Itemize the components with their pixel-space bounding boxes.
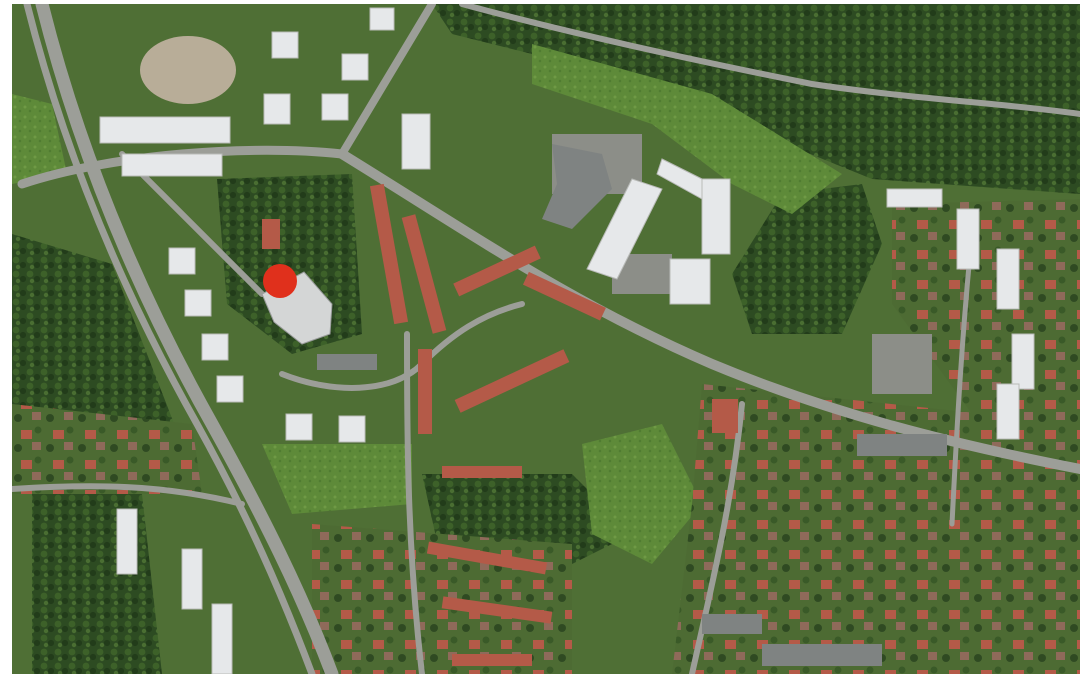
building-grey-3 [762, 644, 882, 666]
building-north-1 [271, 31, 299, 59]
building-red-south [712, 399, 738, 433]
building-school-wing [121, 153, 223, 177]
building-north-4 [263, 93, 291, 125]
row-houses-5 [418, 349, 432, 434]
building-highrise-2 [184, 289, 212, 317]
building-highrise-1 [168, 247, 196, 275]
building-south-slab-3 [211, 603, 233, 674]
row-houses-9 [441, 596, 553, 624]
building-south-slab-2 [181, 548, 203, 610]
road-east-vertical [689, 401, 745, 674]
highway-west [35, 4, 339, 674]
building-apartment-2 [669, 258, 711, 305]
row-houses-2 [401, 214, 447, 334]
field-west-strip [12, 94, 67, 184]
building-highrise-5 [285, 413, 313, 441]
road-north-diagonal [338, 4, 436, 158]
field-center [262, 444, 412, 514]
building-long-block [586, 178, 663, 280]
building-grey-4 [317, 354, 377, 370]
row-houses-7 [442, 466, 522, 478]
road-far-east-vertical [949, 231, 975, 527]
forest-area-southwest [32, 494, 162, 674]
field-south [582, 424, 702, 564]
road-south-vertical [404, 331, 425, 674]
building-highrise-3 [201, 333, 229, 361]
road-southwest [12, 483, 245, 507]
building-north-2 [341, 53, 369, 81]
road-northeast [459, 4, 1080, 117]
building-red-north [262, 219, 280, 249]
building-tall-west [401, 113, 431, 170]
building-east-slab-1 [956, 208, 980, 270]
building-highrise-6 [338, 415, 366, 443]
row-houses-4 [522, 271, 606, 321]
parking-lot-east [872, 334, 932, 394]
field-northeast [532, 44, 842, 214]
building-east-slab-3 [1011, 333, 1035, 390]
residential-district-southwest [12, 404, 202, 494]
forest-area-east [732, 184, 882, 334]
row-houses-8 [426, 541, 548, 575]
row-houses-3 [453, 245, 541, 297]
building-east-slab-2 [996, 248, 1020, 310]
building-commercial-cross [542, 144, 612, 229]
building-school-block [99, 116, 231, 144]
row-houses-6 [454, 349, 570, 413]
building-highrise-4 [216, 375, 244, 403]
building-north-3 [321, 93, 349, 121]
location-marker-icon[interactable] [263, 264, 297, 298]
row-houses-1 [369, 183, 409, 325]
building-east-slab-4 [996, 383, 1020, 440]
sports-field [140, 36, 236, 104]
building-grey-2 [702, 614, 762, 634]
row-houses-10 [452, 654, 532, 666]
building-grey-1 [857, 434, 947, 456]
aerial-map[interactable] [12, 4, 1080, 674]
highway-west-lane [23, 4, 316, 674]
building-north-5 [369, 7, 395, 31]
building-east-hall [886, 188, 943, 208]
forest-area-north [432, 4, 1080, 194]
building-south-slab-1 [116, 508, 138, 575]
residential-district-east [672, 384, 1080, 674]
building-apartment-1 [701, 178, 731, 255]
